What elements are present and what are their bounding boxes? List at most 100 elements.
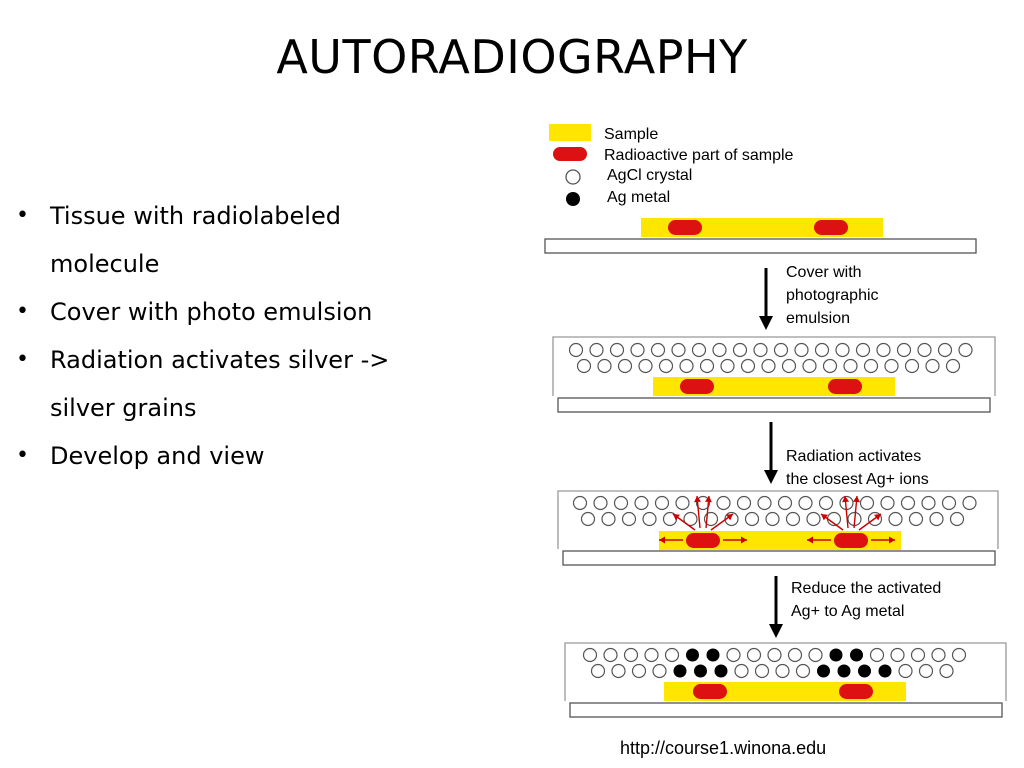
legend: Sample Radioactive part of sample AgCl c… xyxy=(549,124,794,206)
agcl-crystal xyxy=(898,663,913,679)
stage-developed xyxy=(564,642,1007,718)
agcl-crystal xyxy=(775,663,790,679)
agcl-crystal xyxy=(631,663,647,679)
agcl-crystal xyxy=(951,647,967,663)
agcl-crystal xyxy=(917,342,932,358)
legend-label: Sample xyxy=(604,126,658,143)
ag-metal-grain xyxy=(694,664,707,678)
microscope-slide xyxy=(562,550,996,566)
agcl-crystal xyxy=(855,342,871,358)
agcl-crystal xyxy=(572,495,588,511)
agcl-crystal xyxy=(568,342,584,358)
radiation-arrowhead xyxy=(741,536,747,544)
ag-metal-grain xyxy=(706,648,720,662)
bullet-icon: • xyxy=(16,443,29,468)
agcl-crystals xyxy=(568,342,973,374)
stage-radiation xyxy=(557,490,999,566)
agcl-crystal xyxy=(609,342,625,358)
agcl-crystal xyxy=(795,663,811,679)
agcl-crystals xyxy=(572,495,977,527)
bullet-item: •Cover with photo emulsion xyxy=(14,288,444,336)
agcl-crystal xyxy=(675,495,690,511)
source-url: http://course1.winona.edu xyxy=(620,738,827,758)
agcl-crystal xyxy=(806,511,821,527)
agcl-crystal xyxy=(757,495,772,511)
bullet-text: Radiation activates silver -> silver gra… xyxy=(50,346,390,422)
process-arrow xyxy=(759,268,773,330)
bullet-icon: • xyxy=(16,347,29,372)
agcl-crystal xyxy=(939,663,954,679)
agcl-crystal xyxy=(576,358,592,374)
agcl-crystal xyxy=(761,358,776,374)
agcl-crystal xyxy=(736,495,752,511)
agcl-crystal xyxy=(683,511,698,527)
step-text: the closest Ag+ ions xyxy=(786,471,929,488)
emulsion-layer xyxy=(552,336,996,396)
agcl-crystal xyxy=(712,342,727,358)
step-text: Radiation activates xyxy=(786,448,921,465)
agcl-crystal xyxy=(937,342,953,358)
bullet-item: • Radiation activates silver -> silver gr… xyxy=(14,336,444,432)
agcl-crystal xyxy=(613,495,629,511)
agcl-crystal xyxy=(900,495,916,511)
radiation-arrows xyxy=(659,495,895,544)
agcl-crystal xyxy=(734,663,749,679)
agcl-crystal xyxy=(896,342,912,358)
agcl-crystal xyxy=(945,358,961,374)
ag-metal-grain xyxy=(673,664,687,678)
agcl-crystal xyxy=(835,342,850,358)
agcl-crystal xyxy=(593,495,608,511)
agcl-crystal xyxy=(798,495,813,511)
agcl-crystal xyxy=(603,647,618,663)
bullet-list: •Tissue with radiolabeled molecule •Cove… xyxy=(14,192,444,480)
step-text: photographic xyxy=(786,287,879,304)
ag-metal-grain xyxy=(878,664,892,678)
agcl-crystal xyxy=(732,342,748,358)
agcl-crystal xyxy=(611,663,626,679)
agcl-crystal xyxy=(691,342,707,358)
radiation-arrowhead xyxy=(726,514,733,521)
agcl-crystal xyxy=(744,511,760,527)
agcl-crystal xyxy=(671,342,686,358)
stage-sample-on-slide xyxy=(544,218,977,254)
agcl-crystal xyxy=(888,511,903,527)
agcl-crystal xyxy=(931,647,946,663)
agcl-crystal xyxy=(910,647,926,663)
sample-rect-icon xyxy=(549,124,591,141)
legend-label: Radioactive part of sample xyxy=(604,147,794,164)
microscope-slide xyxy=(557,397,991,413)
agcl-crystal xyxy=(601,511,616,527)
radiation-arrowhead xyxy=(807,536,813,544)
bullet-text: Cover with photo emulsion xyxy=(50,298,373,326)
radioactive-region xyxy=(693,684,727,699)
agcl-crystal xyxy=(802,358,817,374)
ag-metal-grain xyxy=(686,648,699,662)
process-arrow xyxy=(764,422,778,484)
agcl-crystal xyxy=(787,647,803,663)
agcl-crystal xyxy=(843,358,858,374)
agcl-crystal xyxy=(650,342,666,358)
legend-label: Ag metal xyxy=(607,189,670,206)
agcl-crystal xyxy=(617,358,633,374)
radiation-arrowhead xyxy=(659,536,665,544)
agcl-crystal xyxy=(720,358,735,374)
agcl-crystal xyxy=(904,358,920,374)
process-arrow xyxy=(769,576,783,638)
agcl-crystal xyxy=(918,663,934,679)
agcl-crystal xyxy=(941,495,957,511)
filled-circle-icon xyxy=(566,192,580,206)
agcl-crystal xyxy=(921,495,936,511)
agcl-crystal xyxy=(580,511,596,527)
agcl-crystal xyxy=(859,495,875,511)
microscope-slide xyxy=(544,238,977,254)
radioactive-region xyxy=(828,379,862,394)
agcl-crystal xyxy=(925,358,940,374)
agcl-crystal xyxy=(958,342,973,358)
agcl-crystal xyxy=(808,647,823,663)
agcl-crystal xyxy=(630,342,645,358)
radiation-arrowhead xyxy=(842,496,850,503)
agcl-crystal xyxy=(644,647,659,663)
radioactive-region xyxy=(686,533,720,548)
emulsion-layer xyxy=(557,490,999,549)
